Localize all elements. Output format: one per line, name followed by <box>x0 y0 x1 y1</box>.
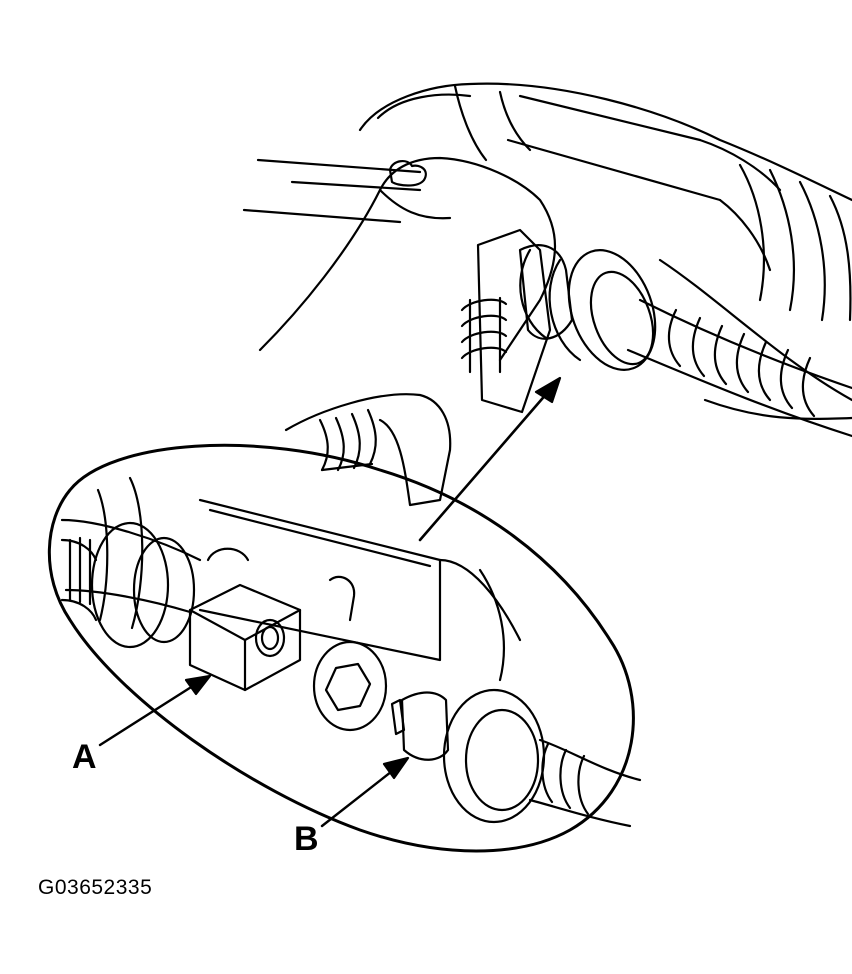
socket-tool-a <box>188 547 302 692</box>
leader-arrow-b <box>320 756 410 828</box>
detail-rack-housing <box>60 476 522 682</box>
callout-label-a: A <box>72 738 97 776</box>
rack-housing-upper <box>242 82 852 420</box>
detail-callout <box>47 443 635 853</box>
tie-rod-upper <box>519 248 852 438</box>
connector-arrow <box>418 376 562 542</box>
inner-ball-joint-detail <box>60 521 196 649</box>
figure-id: G03652335 <box>38 876 153 899</box>
outer-tie-rod-b <box>390 688 642 828</box>
leader-arrow-a <box>98 674 212 747</box>
callout-label-b: B <box>294 820 319 858</box>
lock-washer-detail <box>312 575 388 732</box>
